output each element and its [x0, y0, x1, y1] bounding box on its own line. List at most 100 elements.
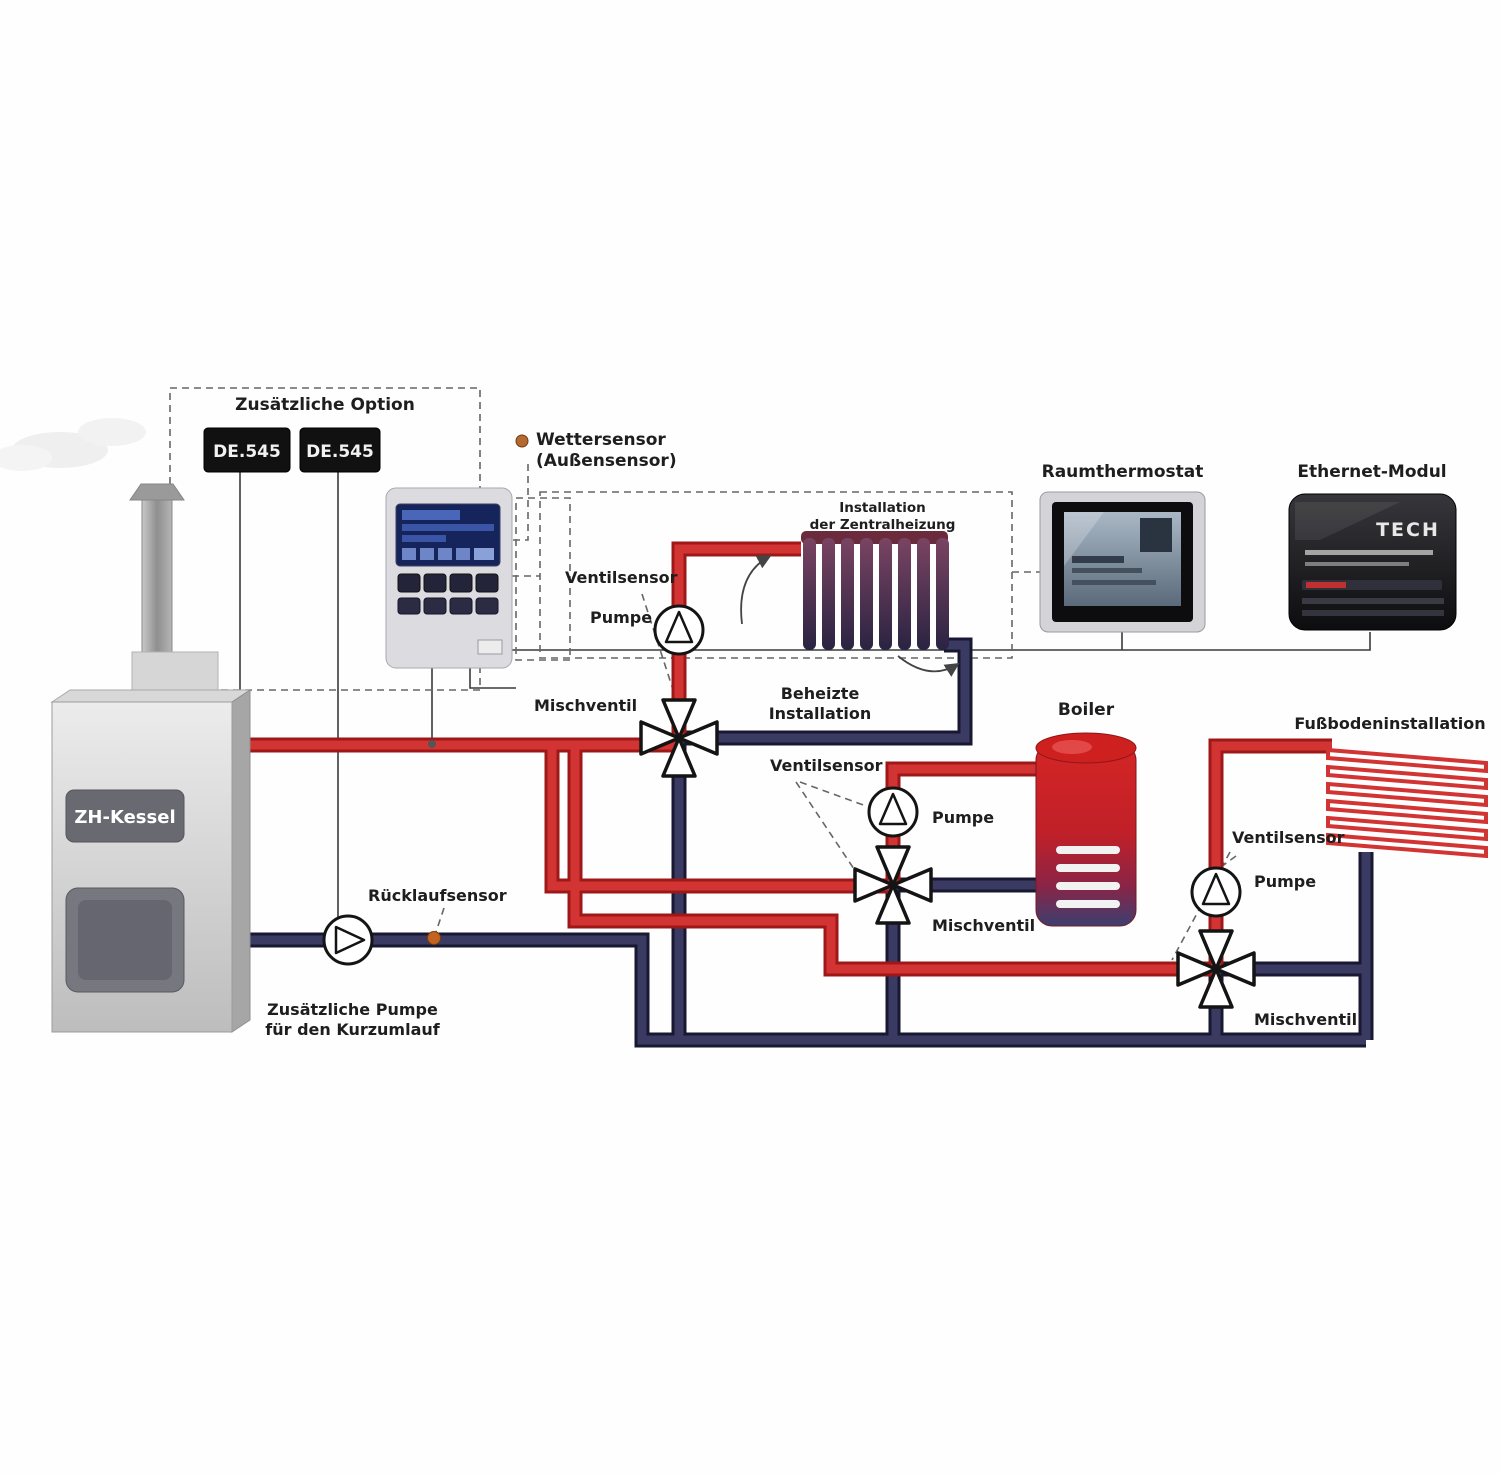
thermostat-glare	[1064, 512, 1104, 566]
de545-module-a	[203, 427, 291, 473]
floor-heating-label: Fußbodeninstallation	[1294, 714, 1486, 733]
room-thermostat	[1039, 491, 1206, 633]
central-heating-install-label: Installation der Zentralheizung	[795, 500, 970, 534]
de545-label-a: DE.545	[213, 442, 281, 462]
mixing-valve-2-label: Mischventil	[932, 916, 1036, 935]
option-modules: DE.545 DE.545	[203, 427, 381, 473]
return-sensor-label: Rücklaufsensor	[368, 886, 507, 905]
radiator-fin	[841, 538, 854, 650]
heated-installation-label: Beheizte Installation	[762, 684, 878, 724]
module-red-stripe	[1306, 582, 1346, 588]
sensor-wiring-zone	[515, 497, 571, 661]
boiler-side-face	[231, 689, 251, 1033]
chimney-cap	[129, 483, 185, 501]
screen-tile	[456, 548, 470, 560]
ethernet-module: TECH	[1288, 493, 1457, 631]
pump-1	[653, 604, 705, 656]
tank-body	[1035, 743, 1137, 927]
short-circuit-pump-label: Zusätzliche Pumpe für den Kurzumlauf	[250, 1000, 455, 1040]
controller-button	[423, 573, 447, 593]
radiator-fin	[803, 538, 816, 650]
screen-line	[402, 524, 494, 531]
thermostat-screen-block	[1140, 518, 1172, 552]
ethernet-module-label: Ethernet-Modul	[1297, 462, 1447, 482]
heated-installation-line2: Installation	[768, 704, 872, 723]
hot-water-tank	[1035, 732, 1137, 927]
radiator-fin	[917, 538, 930, 650]
controller-button	[449, 573, 473, 593]
floor-loop	[1326, 832, 1488, 859]
screen-line	[402, 535, 446, 542]
tank-coil-line	[1056, 882, 1120, 890]
floor-loop	[1326, 781, 1488, 808]
floor-loop	[1326, 764, 1488, 791]
central-heating-zone	[539, 491, 1013, 659]
tank-coil-line	[1056, 864, 1120, 872]
pump-1-label: Pumpe	[590, 608, 653, 627]
de545-label-b: DE.545	[306, 442, 374, 462]
weather-sensor-dot	[515, 434, 529, 448]
flow-arrow-up	[740, 555, 772, 625]
wire	[469, 668, 516, 689]
boiler-top-face	[50, 689, 252, 703]
mixing-valve-1	[639, 698, 719, 778]
controller-button	[475, 573, 499, 593]
controller-button	[475, 597, 499, 615]
radiator-fin	[898, 538, 911, 650]
ethernet-wire	[512, 632, 1371, 651]
weather-sensor-label-line1: Wettersensor	[536, 430, 666, 450]
tank-top-highlight	[1052, 740, 1092, 754]
floor-loop	[1326, 798, 1488, 825]
floor-loop	[1326, 815, 1488, 842]
screen-tile	[402, 548, 416, 560]
radiator	[801, 531, 949, 650]
valve-sensor-pointer-1	[641, 593, 678, 703]
short-circuit-pump	[322, 914, 374, 966]
thermostat-screen-line	[1072, 556, 1124, 563]
controller-button	[397, 573, 421, 593]
controller-button	[397, 597, 421, 615]
weather-sensor-pointer	[513, 464, 529, 541]
pump-2	[867, 786, 919, 838]
tank-coil-line	[1056, 900, 1120, 908]
controller-button	[423, 597, 447, 615]
screen-line	[402, 510, 460, 520]
screen-tile	[438, 548, 452, 560]
radiator-fin	[879, 538, 892, 650]
pump-3-label: Pumpe	[1254, 872, 1317, 891]
heating-controller	[385, 487, 513, 669]
boiler-door-inner	[78, 900, 172, 980]
module-slot	[1302, 610, 1444, 616]
smoke-cloud	[0, 445, 52, 471]
floor-heating-loops	[1326, 747, 1488, 859]
thermostat-screen-line	[1072, 568, 1142, 573]
central-heating-install-line2: der Zentralheizung	[809, 516, 956, 533]
zh-kessel-boiler: ZH-Kessel	[0, 418, 252, 1033]
flow-arrow-return	[897, 655, 960, 677]
valve-sensor-1-label: Ventilsensor	[565, 568, 678, 587]
pump-3	[1190, 866, 1242, 918]
option-box-title: Zusätzliche Option	[178, 395, 472, 416]
weather-sensor-label-line2: (Außensensor)	[536, 451, 677, 472]
supply-sensor-dot	[428, 740, 436, 748]
radiator-header	[801, 531, 948, 544]
module-glare	[1295, 502, 1400, 540]
pump-2-label: Pumpe	[932, 808, 995, 827]
mixing-valve-2	[853, 845, 933, 925]
valve-sensor-pointer-3b	[1213, 855, 1237, 873]
heated-installation-line1: Beheizte	[780, 684, 860, 703]
central-heating-install-line1: Installation	[839, 500, 926, 516]
tank-coil-line	[1056, 846, 1120, 854]
valve-sensor-2-label: Ventilsensor	[770, 756, 883, 775]
return-sensor-pointer	[435, 907, 445, 933]
thermostat-screen-line	[1072, 580, 1156, 585]
module-script-line	[1305, 562, 1409, 566]
mixing-valve-3-label: Mischventil	[1254, 1010, 1358, 1029]
controller-button	[449, 597, 473, 615]
short-circuit-pump-line2: für den Kurzumlauf	[265, 1020, 440, 1039]
tank-label: Boiler	[1057, 700, 1115, 720]
module-script-line	[1305, 550, 1433, 555]
valve-sensor-pointer-2b	[795, 781, 861, 879]
short-circuit-pump-line1: Zusätzliche Pumpe	[267, 1000, 438, 1019]
